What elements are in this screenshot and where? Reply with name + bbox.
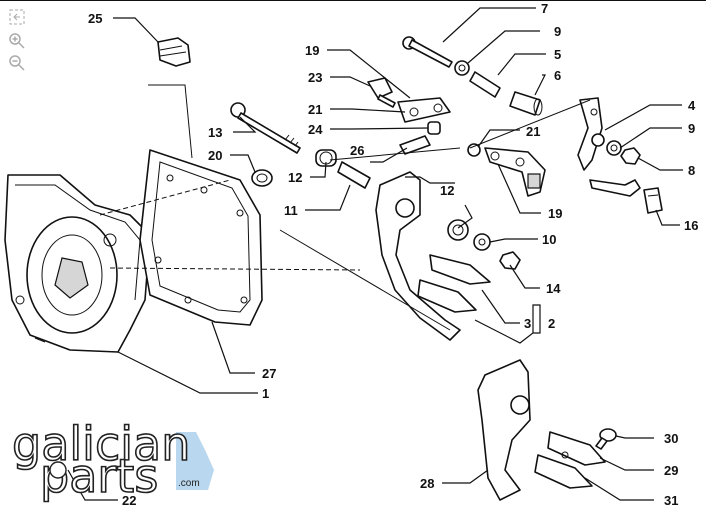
callout-2: 2 (548, 316, 555, 331)
callout-1: 1 (262, 386, 269, 401)
callout-19-bottom: 19 (548, 206, 562, 221)
callout-24: 24 (308, 122, 323, 137)
part-bolt-7 (402, 36, 453, 68)
callout-21-left: 21 (308, 102, 322, 117)
callout-26: 26 (350, 143, 364, 158)
logo-line1: galician (12, 417, 190, 471)
part-22-icon (49, 461, 67, 479)
part-clip (157, 37, 191, 67)
part-lever-4 (577, 97, 605, 171)
part-nut-14 (499, 251, 521, 270)
part-pad-26 (399, 135, 431, 155)
logo-domain: .com (178, 478, 200, 489)
callout-10: 10 (542, 232, 556, 247)
callout-27: 27 (262, 366, 276, 381)
callout-20: 20 (208, 148, 222, 163)
callout-22: 22 (122, 493, 136, 508)
part-long-bolt (230, 102, 301, 154)
callout-4: 4 (688, 98, 696, 113)
callout-13: 13 (208, 125, 222, 140)
callout-29: 29 (664, 463, 678, 478)
part-spacer-24 (427, 121, 441, 135)
part-washer-21 (467, 143, 481, 157)
callout-12-left: 12 (288, 170, 302, 185)
callout-23: 23 (308, 70, 322, 85)
part-washer-9 (454, 60, 470, 76)
part-washer-9b (606, 140, 622, 156)
callout-31: 31 (664, 493, 678, 508)
galicianparts-logo: galician parts .com (11, 416, 214, 504)
part-screw-23 (367, 77, 396, 108)
callout-3: 3 (524, 316, 531, 331)
part-pedal-assembly (375, 171, 491, 341)
leader-lines (67, 7, 683, 501)
callout-28: 28 (420, 476, 434, 491)
callout-25: 25 (88, 11, 102, 26)
callout-11: 11 (284, 203, 298, 218)
part-screw-30 (595, 428, 617, 450)
part-bracket-19-lower (484, 147, 546, 197)
callout-16: 16 (684, 218, 698, 233)
callout-8: 8 (688, 163, 695, 178)
part-linkage-rod (589, 179, 641, 197)
callout-5: 5 (554, 47, 561, 62)
part-pin-11 (337, 161, 371, 189)
zoom-out-icon[interactable] (8, 54, 26, 72)
callout-labels: 25 7 9 5 6 19 23 21 24 26 13 20 12 11 12… (88, 1, 698, 508)
callout-30: 30 (664, 431, 678, 446)
callout-19-top: 19 (305, 43, 319, 58)
part-housing (4, 174, 151, 353)
part-nut-8 (620, 147, 641, 165)
part-clip-16 (643, 187, 663, 214)
callout-14: 14 (546, 281, 561, 296)
part-pedal-28 (477, 359, 606, 501)
callout-7: 7 (541, 1, 548, 16)
fit-screen-icon[interactable] (8, 8, 26, 26)
callout-12-right: 12 (440, 183, 454, 198)
part-bushing (251, 169, 273, 187)
part-gasket (139, 149, 263, 326)
zoom-in-icon[interactable] (8, 32, 26, 50)
callout-6: 6 (554, 68, 561, 83)
part-washer-10 (473, 233, 491, 251)
part-sleeve-6 (509, 91, 543, 116)
part-spacer-5 (469, 71, 501, 98)
alignment-lines (99, 84, 591, 331)
callout-9-right: 9 (688, 121, 695, 136)
callout-21-right: 21 (526, 124, 540, 139)
part-bracket-19-upper (397, 97, 451, 123)
callout-9-top: 9 (554, 24, 561, 39)
